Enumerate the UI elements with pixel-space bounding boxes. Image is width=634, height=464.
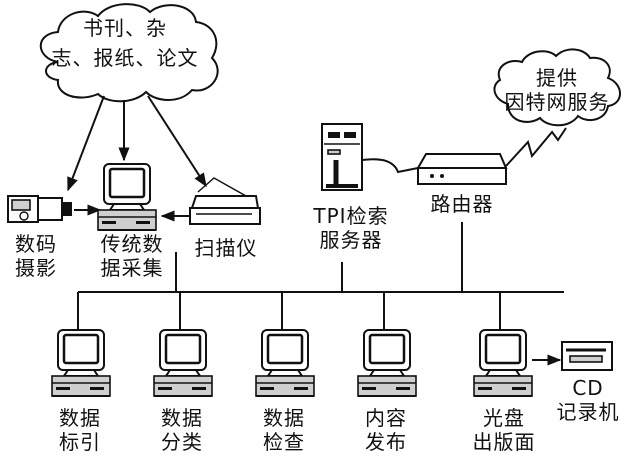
internet-cloud-label: 提供 因特网服务 bbox=[494, 66, 620, 114]
arrow-cloud-to-camera bbox=[67, 95, 105, 192]
router-label: 路由器 bbox=[420, 192, 504, 216]
capture-pc-icon bbox=[96, 162, 158, 232]
workstation-1-line1: 数据 bbox=[59, 406, 101, 430]
scanner-label: 扫描仪 bbox=[186, 236, 266, 260]
arrow-cloud-to-scanner bbox=[147, 95, 207, 188]
cd-recorder-icon bbox=[561, 341, 613, 371]
router-line1: 路由器 bbox=[430, 192, 494, 216]
workstation-4-line1: 内容 bbox=[365, 406, 407, 430]
internet-cloud-line2: 因特网服务 bbox=[504, 90, 610, 114]
workstation-4-line2: 发布 bbox=[365, 430, 407, 454]
workstation-icon-2 bbox=[152, 328, 214, 398]
workstation-2-line1: 数据 bbox=[161, 406, 203, 430]
capture-pc-line1: 传统数 bbox=[100, 232, 164, 256]
server-icon bbox=[321, 123, 363, 191]
capture-pc-line2: 据采集 bbox=[100, 256, 164, 280]
workstation-label-3: 数据 检查 bbox=[254, 406, 314, 454]
camera-icon bbox=[7, 195, 72, 223]
workstation-3-line2: 检查 bbox=[263, 430, 305, 454]
workstation-2-line2: 分类 bbox=[161, 430, 203, 454]
workstation-label-5: 光盘 出版面 bbox=[464, 406, 544, 454]
workstation-label-4: 内容 发布 bbox=[356, 406, 416, 454]
workstation-icon-1 bbox=[50, 328, 112, 398]
sources-cloud-line2: 志、报纸、论文 bbox=[51, 46, 199, 70]
workstation-3-line1: 数据 bbox=[263, 406, 305, 430]
workstation-5-line1: 光盘 bbox=[483, 406, 525, 430]
workstation-icon-3 bbox=[254, 328, 316, 398]
router-icon bbox=[416, 153, 508, 185]
cd-recorder-line1: CD bbox=[572, 376, 604, 400]
scanner-line1: 扫描仪 bbox=[194, 236, 258, 260]
network-bus bbox=[77, 222, 564, 330]
server-line1: TPI检索 bbox=[313, 204, 389, 228]
internet-cloud-line1: 提供 bbox=[536, 66, 578, 90]
capture-pc-label: 传统数 据采集 bbox=[84, 232, 180, 280]
sources-cloud-label: 书刊、杂 志、报纸、论文 bbox=[40, 16, 210, 70]
workstation-icon-4 bbox=[356, 328, 418, 398]
scanner-icon bbox=[189, 177, 261, 225]
server-line2: 服务器 bbox=[319, 228, 383, 252]
sources-cloud-shape bbox=[39, 3, 219, 103]
internet-cloud-shape bbox=[493, 48, 621, 127]
workstation-label-1: 数据 标引 bbox=[50, 406, 110, 454]
cd-recorder-line2: 记录机 bbox=[556, 400, 620, 424]
server-router-link bbox=[361, 158, 419, 174]
workstation-icon-5 bbox=[472, 328, 534, 398]
sources-cloud-line1: 书刊、杂 bbox=[83, 16, 167, 40]
camera-line1: 数码 bbox=[15, 232, 57, 256]
workstation-5-line2: 出版面 bbox=[472, 430, 536, 454]
internet-link bbox=[505, 127, 567, 167]
camera-line2: 摄影 bbox=[15, 256, 57, 280]
workstation-1-line2: 标引 bbox=[59, 430, 101, 454]
cd-recorder-label: CD 记录机 bbox=[546, 376, 630, 424]
workstation-label-2: 数据 分类 bbox=[152, 406, 212, 454]
server-label: TPI检索 服务器 bbox=[296, 204, 406, 252]
camera-label: 数码 摄影 bbox=[8, 232, 64, 280]
